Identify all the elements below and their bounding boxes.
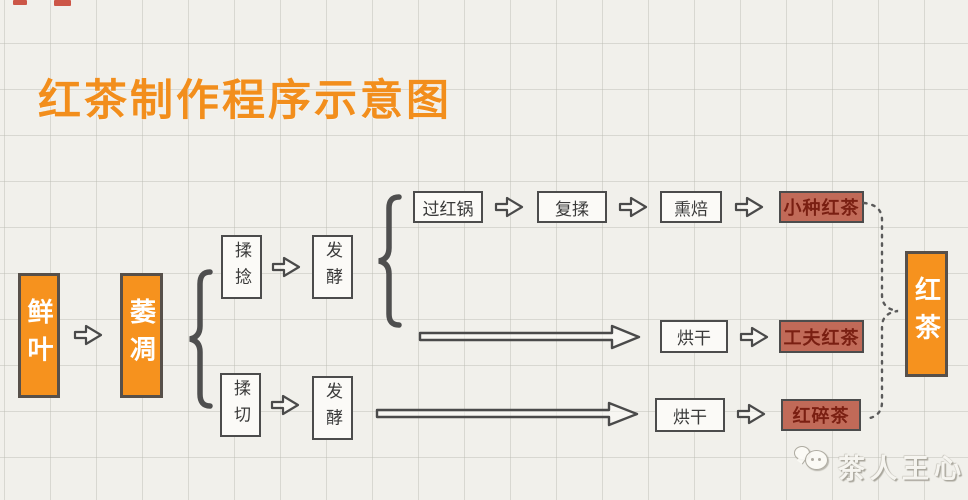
flow-arrow-icon — [734, 196, 764, 218]
node-rolling: 揉捻 — [221, 235, 262, 299]
node-label: 鲜叶 — [24, 297, 54, 374]
flow-arrow-icon — [494, 196, 524, 218]
long-flow-arrow-icon — [418, 324, 641, 350]
node-label: 复揉 — [555, 199, 589, 219]
node-label: 小种红茶 — [783, 198, 860, 218]
node-smoke-baking: 熏焙 — [660, 191, 722, 223]
flow-arrow-icon — [270, 394, 300, 416]
corner-artifact-mark — [54, 0, 71, 6]
node-withering: 萎凋 — [120, 273, 163, 398]
curly-brace-left-icon — [378, 194, 402, 328]
node-souchong-tea: 小种红茶 — [779, 191, 864, 223]
node-label: 烘干 — [673, 407, 707, 427]
node-label: 熏焙 — [674, 199, 708, 219]
flow-arrow-icon — [271, 256, 301, 278]
node-label: 工夫红茶 — [783, 327, 860, 348]
flow-arrow-icon — [618, 196, 648, 218]
node-label: 揉切 — [231, 378, 250, 432]
page-title: 红茶制作程序示意图 — [38, 77, 452, 125]
curly-brace-left-icon — [189, 269, 213, 409]
long-flow-arrow-icon — [375, 401, 639, 427]
node-label: 发酵 — [323, 240, 342, 294]
node-black-tea: 红茶 — [905, 251, 948, 377]
chat-bubble-big — [805, 450, 828, 470]
node-re-rolling: 复揉 — [537, 191, 607, 223]
node-fermentation-bottom: 发酵 — [312, 376, 353, 440]
node-drying-middle: 烘干 — [660, 320, 728, 353]
node-label: 过红锅 — [422, 199, 474, 219]
corner-artifact-mark — [13, 0, 27, 5]
node-cutting: 揉切 — [220, 373, 261, 437]
node-label: 烘干 — [677, 329, 711, 348]
dashed-curly-brace-right-icon — [862, 201, 899, 421]
node-broken-tea: 红碎茶 — [781, 399, 861, 431]
node-gongfu-tea: 工夫红茶 — [779, 320, 864, 353]
node-fresh-leaves: 鲜叶 — [18, 273, 60, 398]
node-label: 红茶 — [911, 276, 942, 352]
flow-arrow-icon — [736, 403, 766, 425]
flow-arrow-icon — [739, 326, 769, 348]
node-label: 红碎茶 — [792, 406, 850, 426]
node-fermentation-top: 发酵 — [312, 235, 353, 299]
flow-arrow-icon — [73, 324, 103, 346]
wechat-bubbles-icon — [792, 444, 838, 478]
node-label: 萎凋 — [126, 297, 157, 374]
node-pan-firing: 过红锅 — [413, 191, 483, 223]
node-label: 发酵 — [323, 381, 342, 435]
watermark-text: 茶人王心 — [838, 454, 966, 484]
node-drying-bottom: 烘干 — [655, 398, 725, 432]
node-label: 揉捻 — [232, 240, 251, 294]
